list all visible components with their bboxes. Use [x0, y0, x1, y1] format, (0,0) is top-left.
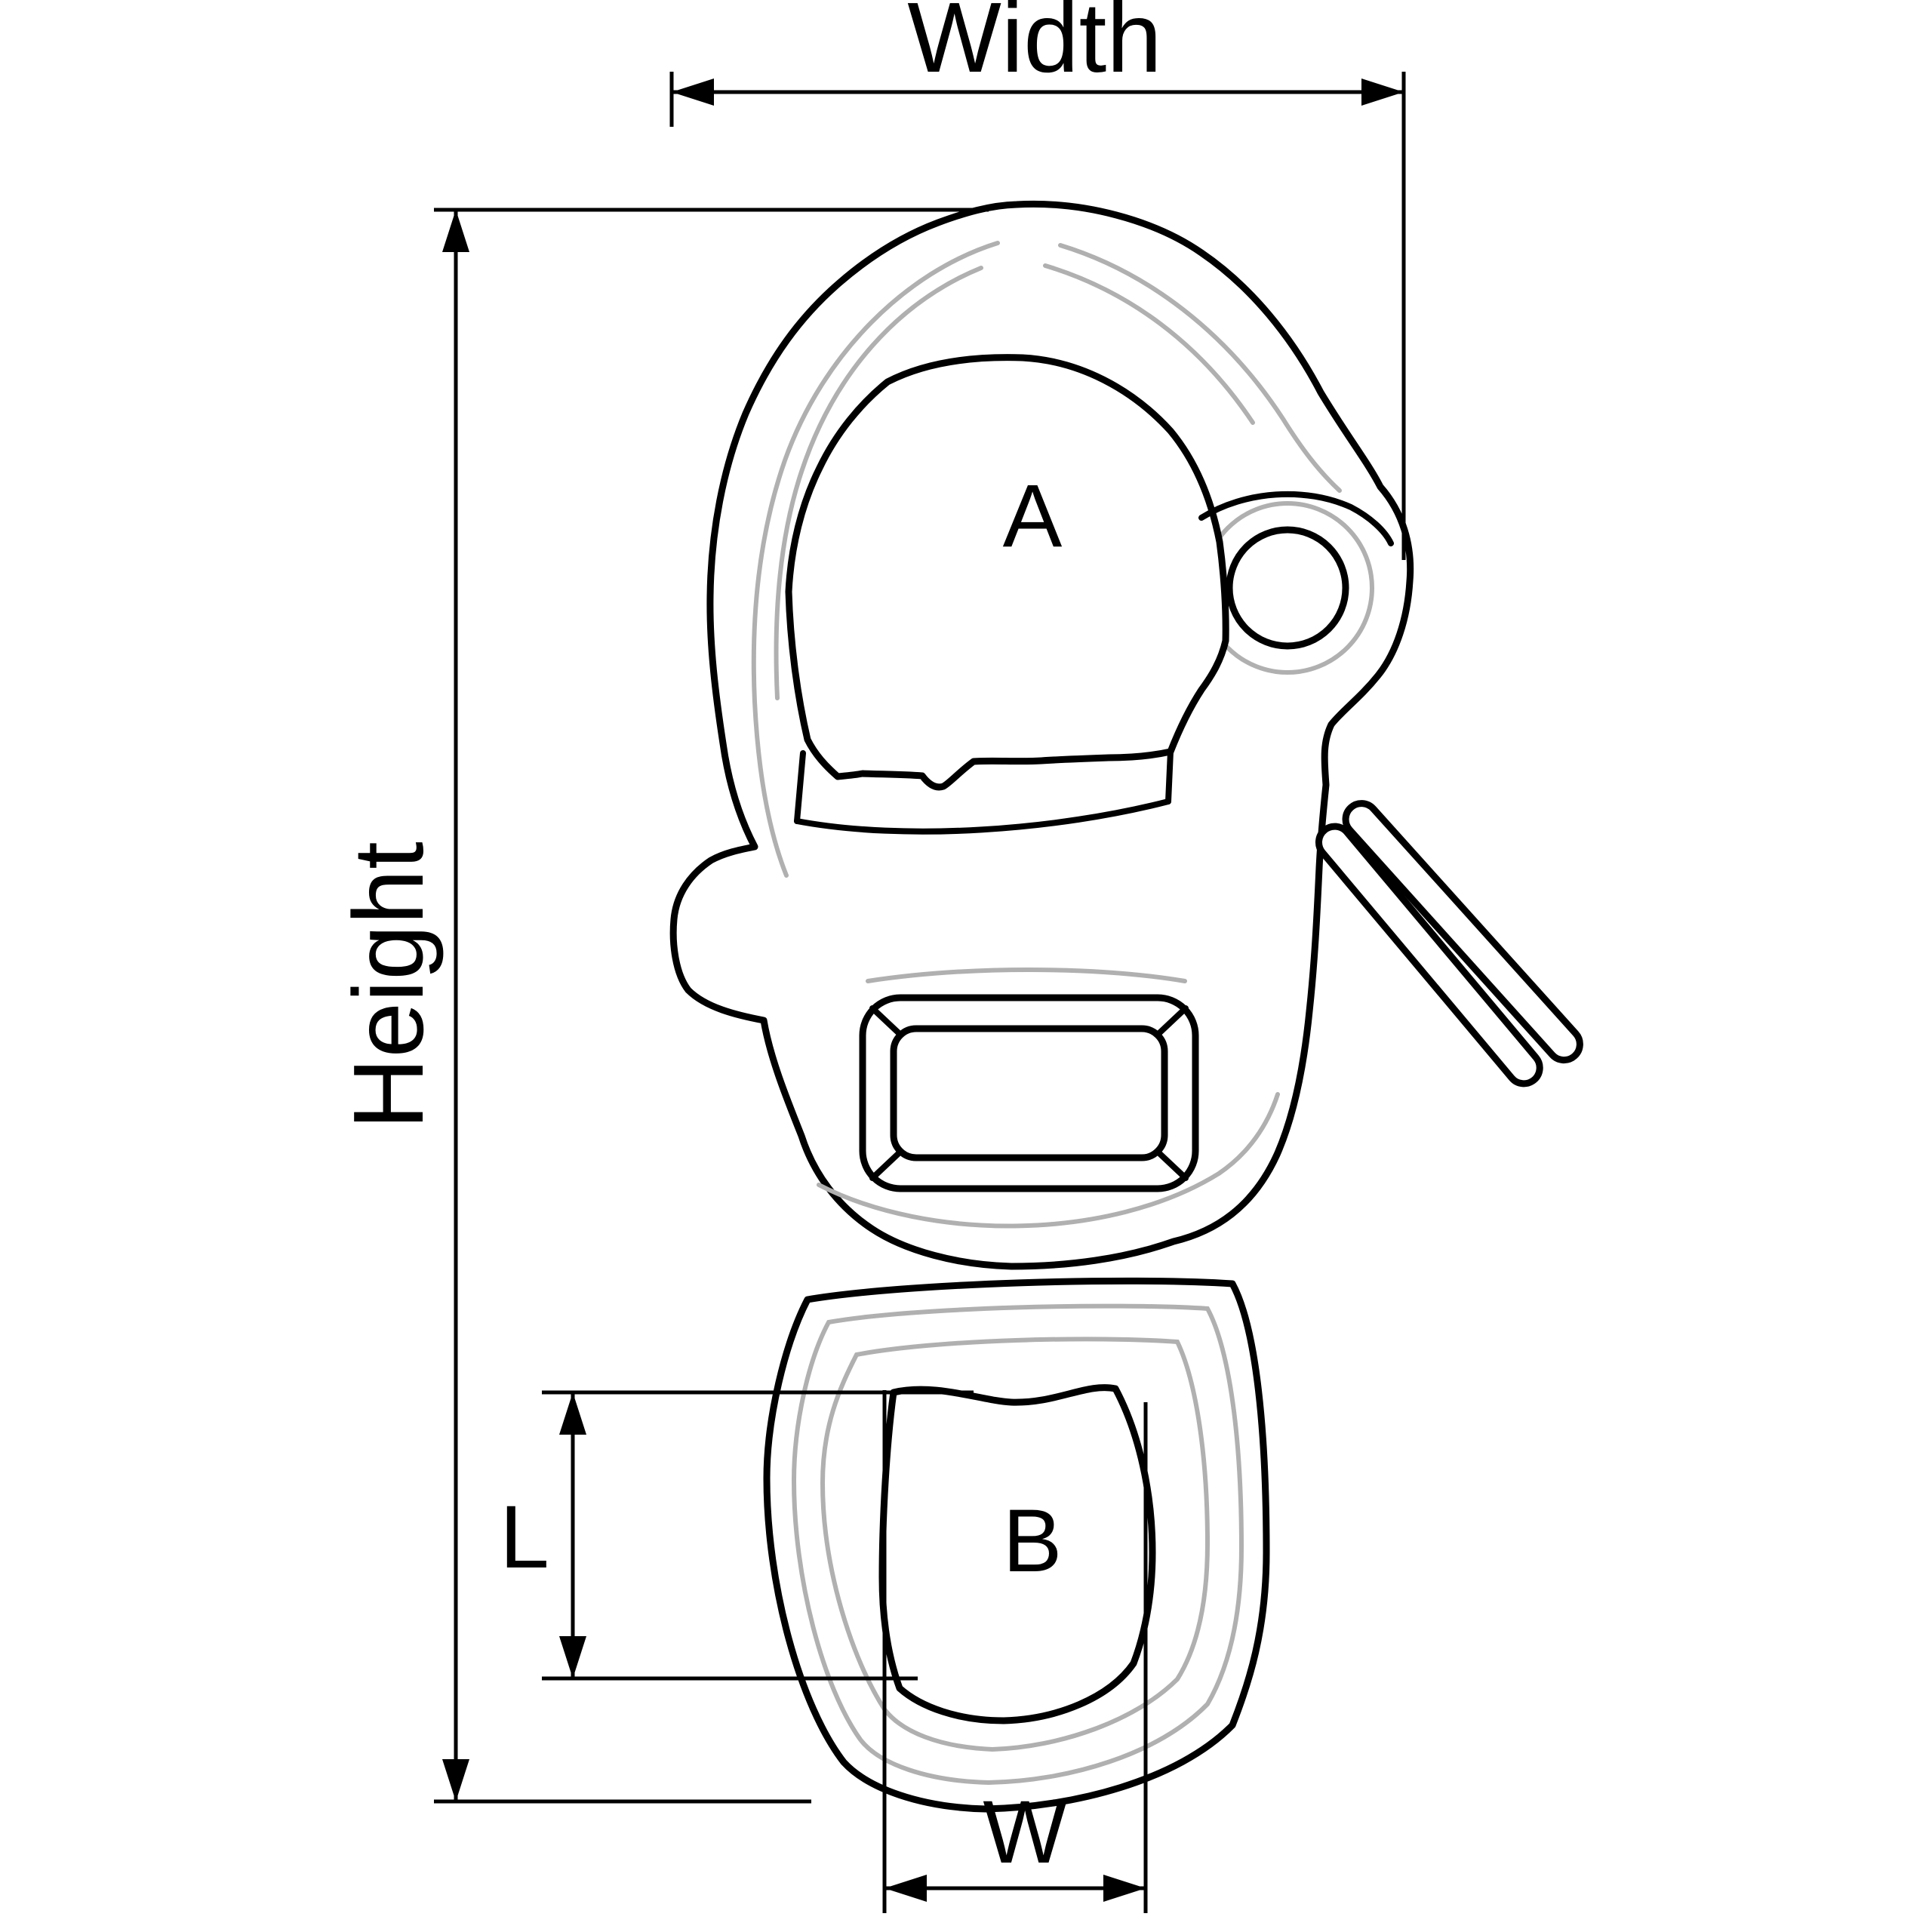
pad-corner-tick-tr	[1157, 1005, 1189, 1035]
height-arrow-top	[442, 210, 469, 252]
clevis-pad	[859, 994, 1199, 1192]
pad-corner-tick-br	[1157, 1151, 1189, 1181]
boss-top-edge	[1198, 491, 1394, 546]
height-arrow-bottom	[442, 1759, 469, 1801]
contour-swivel-outer	[791, 1303, 1244, 1786]
pad-slot	[890, 1025, 1168, 1161]
opening-a-outline	[785, 354, 1229, 791]
l-arrow-bottom	[559, 1636, 586, 1678]
gate-latch	[794, 491, 1394, 835]
contour-lines	[751, 241, 1374, 1786]
width-arrow-left	[672, 78, 714, 106]
contour-hook-left-inner	[774, 266, 983, 700]
dimension-height: Height	[333, 208, 989, 1804]
contour-hook-right-inner	[1043, 263, 1255, 425]
opening-a-label: A	[1003, 466, 1063, 566]
trigger-stick-rear	[1315, 823, 1543, 1088]
contour-hook-left-outer	[751, 241, 1000, 878]
latch-left-connector	[794, 750, 806, 824]
release-trigger	[1315, 800, 1583, 1088]
width-label: Width	[907, 0, 1161, 93]
pin-eye	[1226, 526, 1349, 650]
height-label: Height	[333, 841, 444, 1130]
trigger-stick-front	[1342, 800, 1583, 1064]
l-arrow-top	[559, 1392, 586, 1435]
contour-swivel-inner	[820, 1337, 1211, 1752]
pad-corner-tick-bl	[869, 1151, 901, 1181]
dimension-width: Width	[669, 0, 1406, 560]
w-label: W	[983, 1783, 1066, 1882]
latch-right-connector	[1165, 749, 1174, 804]
l-label: L	[500, 1487, 549, 1587]
contour-above-pad	[866, 968, 1187, 983]
latch-lower-bar	[794, 798, 1171, 835]
dimension-l: L	[500, 1390, 974, 1681]
w-arrow-left	[884, 1875, 927, 1902]
opening-b-label: B	[1003, 1491, 1063, 1591]
contour-hook-bottom	[817, 1092, 1280, 1229]
dimension-w: W	[882, 1390, 1148, 1913]
contour-hook-right-outer	[1058, 243, 1342, 493]
width-arrow-right	[1361, 78, 1404, 106]
pad-corner-tick-tl	[869, 1005, 901, 1035]
w-arrow-right	[1103, 1875, 1146, 1902]
